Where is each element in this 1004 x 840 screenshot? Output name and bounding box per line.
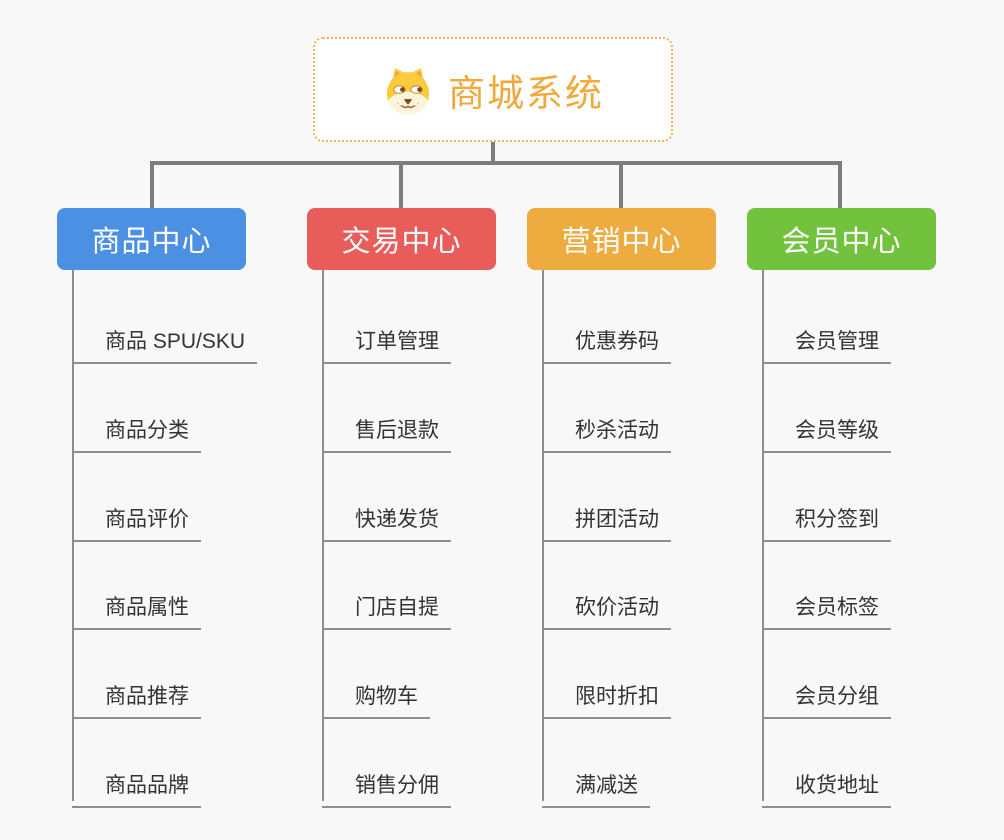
root-title: 商城系统 [448, 72, 604, 114]
leaf-node[interactable]: 商品 SPU/SKU [72, 315, 258, 364]
leaf-node[interactable]: 商品分类 [72, 404, 201, 453]
connector-drop-3 [619, 161, 623, 208]
branch-node-2[interactable]: 交易中心 [307, 208, 496, 270]
connector-drop-4 [838, 161, 842, 208]
leaf-node[interactable]: 购物车 [322, 670, 430, 719]
leaf-node[interactable]: 秒杀活动 [542, 404, 671, 453]
leaf-node[interactable]: 商品品牌 [72, 759, 201, 808]
leaf-node[interactable]: 积分签到 [762, 493, 891, 542]
leaf-node[interactable]: 砍价活动 [542, 581, 671, 630]
branch-node-4[interactable]: 会员中心 [747, 208, 936, 270]
leaf-node[interactable]: 快递发货 [322, 493, 451, 542]
leaf-node[interactable]: 订单管理 [322, 315, 451, 364]
leaf-node[interactable]: 门店自提 [322, 581, 451, 630]
leaf-node[interactable]: 商品属性 [72, 581, 201, 630]
leaf-node[interactable]: 商品评价 [72, 493, 201, 542]
root-node[interactable]: 商城系统 [313, 37, 673, 142]
branch-node-1[interactable]: 商品中心 [57, 208, 246, 270]
connector-rail [150, 161, 842, 165]
leaf-node[interactable]: 限时折扣 [542, 670, 671, 719]
branch-trunk-line-2 [322, 270, 324, 801]
dog-face-icon [386, 67, 430, 114]
leaf-node[interactable]: 销售分佣 [322, 759, 451, 808]
leaf-node[interactable]: 收货地址 [762, 759, 891, 808]
leaf-node[interactable]: 优惠券码 [542, 315, 671, 364]
leaf-node[interactable]: 商品推荐 [72, 670, 201, 719]
connector-drop-2 [399, 161, 403, 208]
branch-trunk-line-3 [542, 270, 544, 801]
leaf-node[interactable]: 满减送 [542, 759, 650, 808]
leaf-node[interactable]: 售后退款 [322, 404, 451, 453]
leaf-node[interactable]: 会员管理 [762, 315, 891, 364]
branch-trunk-line-4 [762, 270, 764, 801]
leaf-node[interactable]: 拼团活动 [542, 493, 671, 542]
leaf-node[interactable]: 会员标签 [762, 581, 891, 630]
leaf-node[interactable]: 会员等级 [762, 404, 891, 453]
branch-node-3[interactable]: 营销中心 [527, 208, 716, 270]
branch-trunk-line-1 [72, 270, 74, 801]
leaf-node[interactable]: 会员分组 [762, 670, 891, 719]
root-connector-stub [491, 142, 495, 165]
connector-drop-1 [150, 161, 154, 208]
